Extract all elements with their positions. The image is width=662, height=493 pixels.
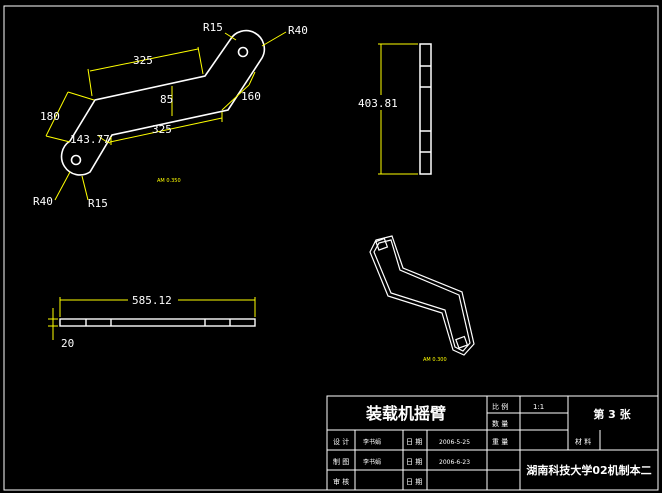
date-1: 2006-5-25 (439, 439, 470, 446)
dim-403-81: 403.81 (358, 97, 398, 110)
sheet-number: 第 3 张 (593, 407, 631, 421)
dim-r15-top: R15 (203, 21, 223, 34)
design-name: 李书娟 (363, 438, 381, 446)
dim-180: 180 (40, 110, 60, 123)
iso-view-part (369, 235, 475, 356)
date-2: 2006-6-23 (439, 459, 470, 466)
side-dim-label-bg (355, 95, 407, 110)
front-view-dimensions (45, 31, 287, 201)
dim-325-upper: 325 (133, 54, 153, 67)
dim-585-12: 585.12 (132, 294, 172, 307)
title-block (326, 395, 659, 491)
dim-325-lower: 325 (152, 123, 172, 136)
date-label-2: 日 期 (406, 458, 422, 466)
dim-r40-top: R40 (288, 24, 308, 37)
dim-r15-bottom: R15 (88, 197, 108, 210)
side-view-part (419, 43, 432, 175)
design-label: 设 计 (333, 437, 349, 446)
top-dim-label-bg (128, 293, 178, 307)
dim-85: 85 (160, 93, 173, 106)
front-scale-note: AM 0.350 (157, 178, 181, 184)
scale-label: 比 例 (492, 402, 508, 411)
date-label-3: 日 期 (406, 478, 422, 486)
school-name: 湖南科技大学02机制本二 (526, 463, 651, 477)
drawing-title: 装载机摇臂 (365, 404, 446, 423)
top-view-part (59, 318, 256, 327)
material-label: 材 料 (575, 437, 591, 446)
dim-angle: 143.77 (70, 133, 110, 146)
date-label-1: 日 期 (406, 438, 422, 446)
draw-name: 李书娟 (363, 458, 381, 466)
front-view-labels: R15 R40 325 85 160 325 180 143.77 R40 R1… (33, 21, 308, 210)
weight-label: 重 量 (492, 438, 508, 446)
drawing-frame (3, 5, 659, 491)
scale-value: 1:1 (533, 403, 544, 411)
review-label: 审 核 (333, 477, 349, 486)
front-view-part (60, 29, 266, 176)
iso-scale-note: AM 0.300 (423, 357, 447, 363)
dim-20: 20 (61, 337, 74, 350)
dim-160: 160 (241, 90, 261, 103)
qty-label: 数 量 (492, 419, 508, 428)
dim-r40-bottom: R40 (33, 195, 53, 208)
draw-label: 制 图 (333, 457, 349, 466)
